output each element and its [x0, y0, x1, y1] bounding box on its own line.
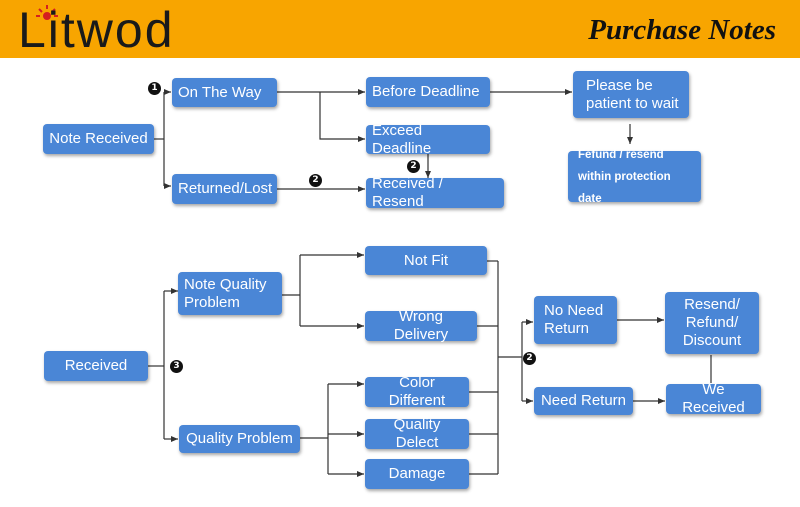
- need-return-box: Need Return: [534, 387, 633, 415]
- resend-line1: Resend/: [684, 296, 740, 313]
- step-badge-two-c: 2: [523, 352, 536, 365]
- refund-line2: within protection date: [578, 170, 671, 205]
- damage-box: Damage: [365, 459, 469, 489]
- step-badge-two-a: 2: [309, 174, 322, 187]
- received-resend-box: Received / Resend: [366, 175, 504, 210]
- not-fit-box: Not Fit: [365, 246, 487, 275]
- note-quality-line2: Problem: [184, 293, 240, 311]
- quality-problem-box: Quality Problem: [179, 425, 300, 453]
- page-title: Purchase Notes: [588, 14, 776, 46]
- quality-delect-box: Quality Delect: [365, 416, 469, 451]
- wrong-delivery-box: Wrong Delivery: [365, 308, 477, 343]
- note-quality-problem-box: Note Quality Problem: [178, 272, 282, 315]
- refund-resend-box: Fefund / resend within protection date: [568, 149, 701, 205]
- color-different-box: Color Different: [365, 374, 469, 409]
- on-the-way-box: On The Way: [172, 78, 277, 107]
- resend-line3: Discount: [682, 332, 742, 349]
- note-received-box: Note Received: [43, 124, 154, 154]
- refund-line1: Fefund / resend: [578, 148, 664, 161]
- no-need-line2: Return: [544, 320, 590, 337]
- resend-refund-discount-box: Resend/ Refund/ Discount: [665, 292, 759, 354]
- we-received-box: We Received: [666, 381, 761, 416]
- exceed-deadline-box: Exceed Deadline: [366, 122, 490, 157]
- please-wait-box: Please be patient to wait: [573, 71, 689, 118]
- step-badge-three: 3: [170, 360, 183, 373]
- header-banner: Litwod Purchase Notes: [0, 0, 800, 58]
- please-wait-line1: Please be: [586, 76, 653, 94]
- returned-lost-box: Returned/Lost: [172, 174, 277, 204]
- please-wait-line2: patient to wait: [586, 94, 679, 112]
- before-deadline-box: Before Deadline: [366, 77, 490, 107]
- resend-line2: Refund/: [685, 314, 739, 331]
- sun-icon: [36, 5, 58, 20]
- step-badge-one: 1: [148, 82, 161, 95]
- note-quality-line1: Note Quality: [184, 275, 267, 293]
- brand-logo: Litwod: [18, 2, 175, 58]
- received-box: Received: [44, 351, 148, 381]
- no-need-line1: No Need: [544, 302, 604, 319]
- no-need-return-box: No Need Return: [534, 296, 617, 344]
- step-badge-two-b: 2: [407, 160, 420, 173]
